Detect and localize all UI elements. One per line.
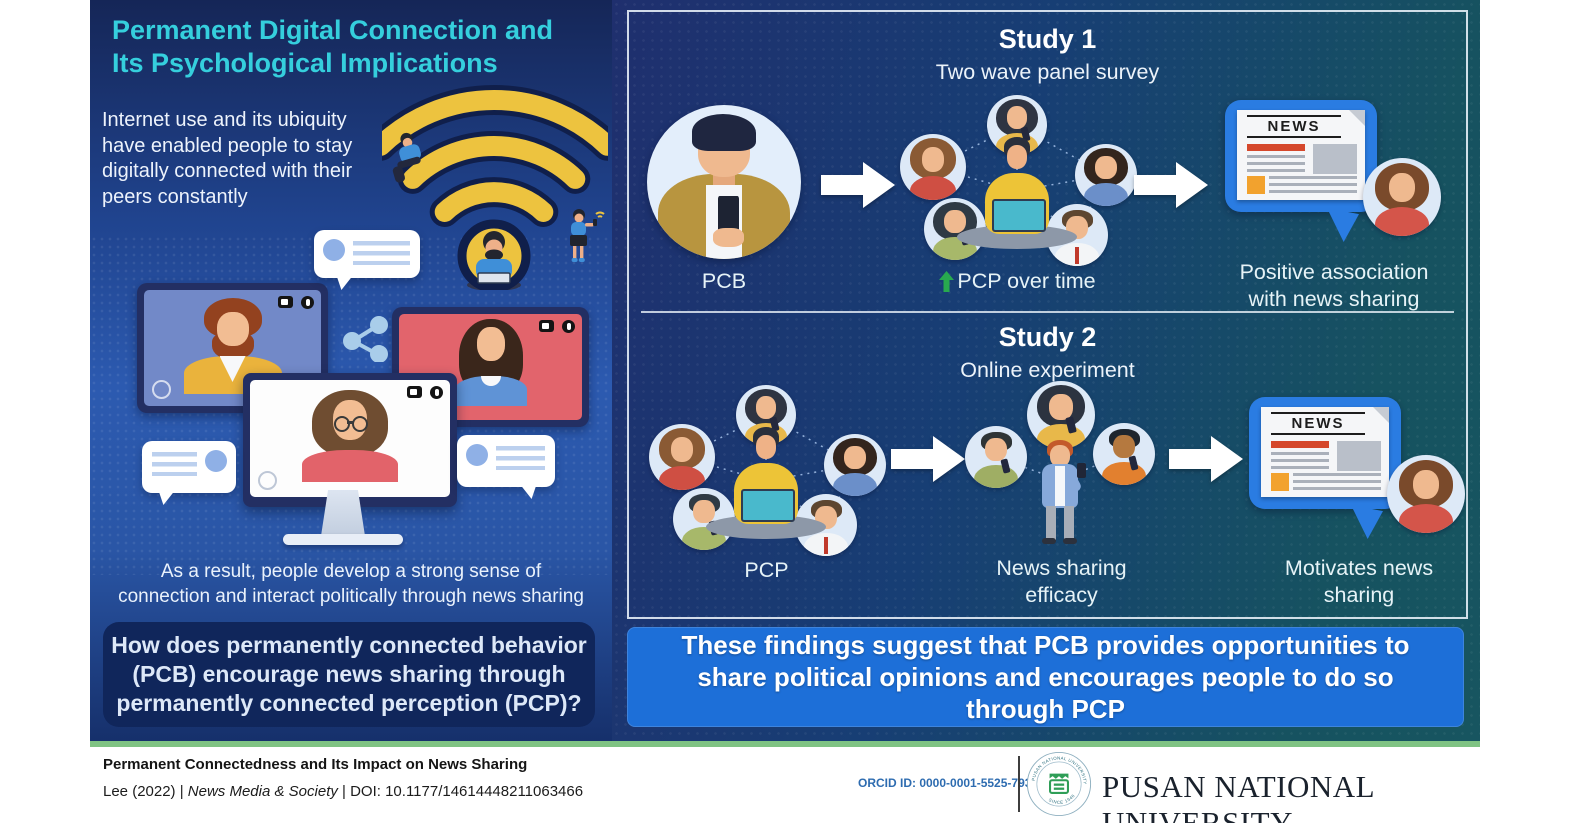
news-sharing-illustration: NEWS bbox=[1249, 397, 1465, 539]
user-avatar bbox=[1046, 204, 1108, 266]
user-avatar bbox=[965, 426, 1027, 488]
share-icon bbox=[343, 316, 388, 362]
person-at-laptop-icon bbox=[476, 231, 512, 284]
user-avatar bbox=[1093, 423, 1155, 485]
user-avatar bbox=[824, 434, 886, 496]
person-with-laptop bbox=[957, 135, 1077, 249]
intro-panel: Permanent Digital Connection and Its Psy… bbox=[90, 0, 612, 741]
news-masthead: NEWS bbox=[1271, 412, 1365, 435]
chat-icon bbox=[152, 380, 171, 399]
user-avatar bbox=[1027, 381, 1095, 449]
sitting-person-icon bbox=[392, 132, 421, 183]
intro-text: Internet use and its ubiquity have enabl… bbox=[102, 109, 353, 208]
newspaper-icon: NEWS bbox=[1237, 110, 1365, 200]
mic-icon bbox=[301, 296, 314, 309]
phone-icon bbox=[1077, 463, 1086, 478]
news-sharing-illustration: NEWS bbox=[1225, 100, 1441, 242]
university-name: PUSAN NATIONAL UNIVERSITY bbox=[1102, 769, 1374, 823]
study1-title: Study 1 bbox=[998, 24, 1097, 54]
video-call-monitor bbox=[243, 373, 457, 507]
study2-step1-label: PCP bbox=[744, 558, 789, 582]
camera-icon bbox=[407, 386, 422, 398]
flow-arrow-icon bbox=[821, 162, 895, 208]
news-sharing-efficacy-illustration bbox=[965, 380, 1160, 552]
result-text: As a result, people develop a strong sen… bbox=[118, 561, 584, 607]
video-call-illustration bbox=[90, 228, 612, 560]
studies-box: Study 1 Two wave panel survey bbox=[627, 10, 1468, 619]
green-strip bbox=[90, 741, 1480, 747]
study2-step3-label: Motivates news sharing bbox=[1284, 556, 1434, 607]
footer: Permanent Connectedness and Its Impact o… bbox=[0, 747, 1570, 823]
research-question-box: How does permanently connected behavior … bbox=[103, 622, 595, 727]
phone-icon bbox=[717, 195, 740, 238]
monitor-base bbox=[283, 534, 403, 545]
laptop-icon bbox=[991, 199, 1047, 232]
wifi-illustration bbox=[382, 84, 608, 290]
chat-bubble bbox=[142, 441, 236, 505]
news-masthead: NEWS bbox=[1247, 115, 1341, 138]
reader-avatar bbox=[1363, 158, 1441, 236]
mic-icon bbox=[430, 386, 443, 399]
laptop-icon bbox=[740, 489, 796, 522]
study1-step3-label: Positive association with news sharing bbox=[1239, 260, 1429, 311]
newspaper-icon: NEWS bbox=[1261, 407, 1389, 497]
chat-bubble bbox=[457, 435, 555, 499]
news-speech-bubble: NEWS bbox=[1225, 100, 1377, 212]
news-speech-bubble: NEWS bbox=[1249, 397, 1401, 509]
flow-arrow-icon bbox=[1169, 436, 1243, 482]
standing-person-icon bbox=[570, 209, 605, 262]
person-with-laptop bbox=[706, 425, 826, 539]
footer-divider bbox=[1018, 756, 1020, 812]
pnu-emblem: PUSAN NATIONAL UNIVERSITY SINCE 1946 bbox=[1026, 751, 1092, 817]
increase-arrow-icon bbox=[939, 270, 955, 292]
chat-icon bbox=[258, 471, 277, 490]
flow-arrow-icon bbox=[891, 436, 965, 482]
study2-title: Study 2 bbox=[998, 322, 1097, 352]
mic-icon bbox=[562, 320, 575, 333]
monitor-stand bbox=[321, 490, 365, 536]
reader-avatar bbox=[1387, 455, 1465, 533]
social-network-illustration bbox=[895, 95, 1140, 266]
user-avatar bbox=[649, 424, 715, 490]
research-question-text: How does permanently connected behavior … bbox=[111, 632, 587, 716]
pcb-user-avatar bbox=[647, 105, 801, 259]
main-title: Permanent Digital Connection and Its Psy… bbox=[112, 15, 554, 78]
citation: Lee (2022) | News Media & Society | DOI:… bbox=[103, 783, 584, 800]
conclusion-banner: These findings suggest that PCB provides… bbox=[627, 627, 1464, 727]
study1-subtitle: Two wave panel survey bbox=[935, 60, 1160, 84]
emblem-crown bbox=[1049, 773, 1069, 779]
study1-step1-label: PCB bbox=[701, 269, 747, 293]
person-holding-phone bbox=[1035, 440, 1086, 546]
conclusion-text: These findings suggest that PCB provides… bbox=[681, 629, 1410, 725]
flow-arrow-icon bbox=[1134, 162, 1208, 208]
video-call-screen-left bbox=[137, 283, 328, 413]
paper-title: Permanent Connectedness and Its Impact o… bbox=[103, 756, 528, 773]
study1-step2-label: PCP over time bbox=[895, 268, 1140, 295]
journal-name: News Media & Society bbox=[187, 783, 338, 800]
social-network-illustration bbox=[644, 385, 889, 556]
glasses-icon bbox=[334, 416, 350, 432]
studies-panel: Study 1 Two wave panel survey bbox=[612, 0, 1480, 741]
user-avatar bbox=[924, 198, 986, 260]
study2-step2-label: News sharing efficacy bbox=[996, 556, 1127, 607]
chat-bubble bbox=[314, 230, 420, 290]
user-avatar bbox=[900, 134, 966, 200]
study-divider bbox=[641, 311, 1454, 313]
emblem-seal bbox=[1049, 779, 1069, 794]
camera-icon bbox=[278, 296, 293, 308]
study2-subtitle: Online experiment bbox=[960, 358, 1135, 382]
camera-icon bbox=[539, 320, 554, 332]
main-graphic: Permanent Digital Connection and Its Psy… bbox=[90, 0, 1480, 747]
orcid-id: ORCID ID: 0000-0001-5525-7936 bbox=[858, 776, 1039, 790]
user-avatar bbox=[1075, 144, 1137, 206]
